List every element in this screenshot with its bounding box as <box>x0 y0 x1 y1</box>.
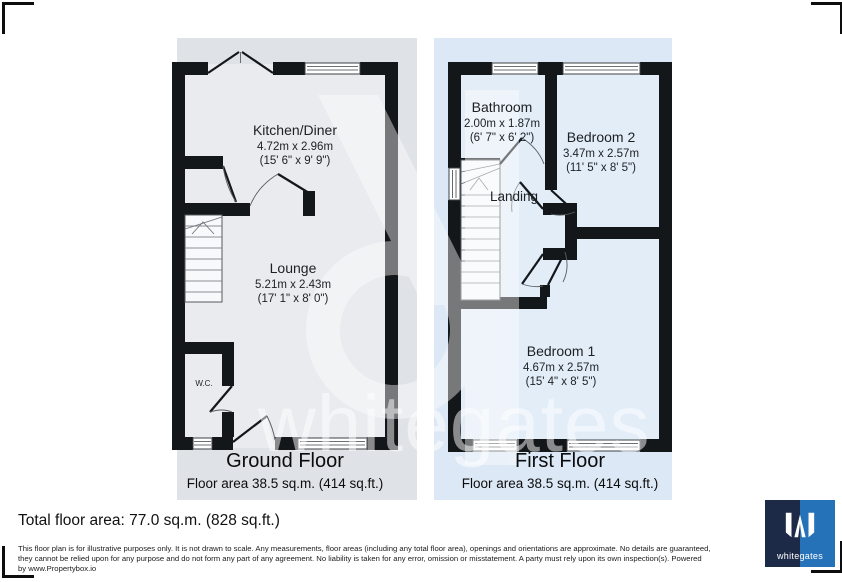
room-dims-imperial: (15' 4" x 8' 5") <box>525 375 597 388</box>
room-dims-metric: 2.00m x 1.87m <box>463 117 541 130</box>
room-label-bathroom: Bathroom 2.00m x 1.87m (6' 7" x 6' 2") <box>442 99 562 145</box>
corner-mark-bottom-right <box>811 541 842 573</box>
disclaimer-text: This floor plan is for illustrative purp… <box>18 544 778 573</box>
disclaimer-line: they cannot be relied upon for any purpo… <box>18 553 702 563</box>
ground-floor-plan-drawing <box>172 51 398 450</box>
door-symbols <box>209 165 310 443</box>
french-door-symbol <box>207 51 274 74</box>
floor-title: Ground Floor <box>226 450 344 472</box>
floor-area: Floor area 38.5 sq.m. (414 sq.ft.) <box>186 476 384 491</box>
room-dims-imperial: (17' 1" x 8' 0") <box>257 292 329 305</box>
room-name: Bedroom 2 <box>566 129 636 145</box>
disclaimer-line: by www.Propertybox.io <box>18 563 97 573</box>
first-floor-plan: Bathroom 2.00m x 1.87m (6' 7" x 6' 2") B… <box>448 62 672 452</box>
room-name: W.C. <box>195 379 213 388</box>
window-symbol <box>448 62 641 452</box>
room-name: Landing <box>489 189 539 204</box>
room-label-bedroom-2: Bedroom 2 3.47m x 2.57m (11' 5" x 8' 5") <box>541 129 661 175</box>
first-floor-caption: First Floor Floor area 38.5 sq.m. (414 s… <box>448 450 672 491</box>
room-label-kitchen-diner: Kitchen/Diner 4.72m x 2.96m (15' 6" x 9'… <box>205 122 385 168</box>
floor-title: First Floor <box>515 450 605 472</box>
whitegates-logo-w-icon <box>785 512 815 538</box>
door-symbols <box>499 137 576 288</box>
whitegates-logo-text: whitegates <box>776 551 824 561</box>
room-dims-imperial: (15' 6" x 9' 9") <box>259 154 331 167</box>
room-label-landing: Landing <box>464 189 564 206</box>
ground-floor-plan: Kitchen/Diner 4.72m x 2.96m (15' 6" x 9'… <box>172 51 398 452</box>
corner-mark-top-left <box>2 2 34 34</box>
room-name: Lounge <box>269 260 317 276</box>
corner-mark-bottom-left <box>2 546 34 578</box>
disclaimer-line: This floor plan is for illustrative purp… <box>18 544 711 553</box>
window-symbol <box>192 62 368 450</box>
room-dims-metric: 4.72m x 2.96m <box>256 140 334 153</box>
first-floor-plan-drawing <box>448 62 672 452</box>
staircase-symbol <box>460 159 501 301</box>
corner-mark-top-right <box>811 2 842 34</box>
room-name: Kitchen/Diner <box>252 122 338 138</box>
ground-floor-caption: Ground Floor Floor area 38.5 sq.m. (414 … <box>172 450 398 491</box>
whitegates-logo: whitegates <box>765 500 835 567</box>
room-dims-metric: 5.21m x 2.43m <box>254 278 332 291</box>
staircase-symbol <box>184 214 223 303</box>
room-dims-metric: 3.47m x 2.57m <box>562 147 640 160</box>
room-label-bedroom-1: Bedroom 1 4.67m x 2.57m (15' 4" x 8' 5") <box>501 343 621 389</box>
floor-area: Floor area 38.5 sq.m. (414 sq.ft.) <box>461 476 659 491</box>
room-dims-imperial: (6' 7" x 6' 2") <box>469 131 535 144</box>
room-dims-metric: 4.67m x 2.57m <box>522 361 600 374</box>
room-label-wc: W.C. <box>182 379 226 389</box>
total-floor-area: Total floor area: 77.0 sq.m. (828 sq.ft.… <box>18 512 280 529</box>
room-dims-imperial: (11' 5" x 8' 5") <box>566 161 636 174</box>
room-name: Bedroom 1 <box>526 343 596 359</box>
room-name: Bathroom <box>471 99 533 115</box>
room-label-lounge: Lounge 5.21m x 2.43m (17' 1" x 8' 0") <box>203 260 383 306</box>
